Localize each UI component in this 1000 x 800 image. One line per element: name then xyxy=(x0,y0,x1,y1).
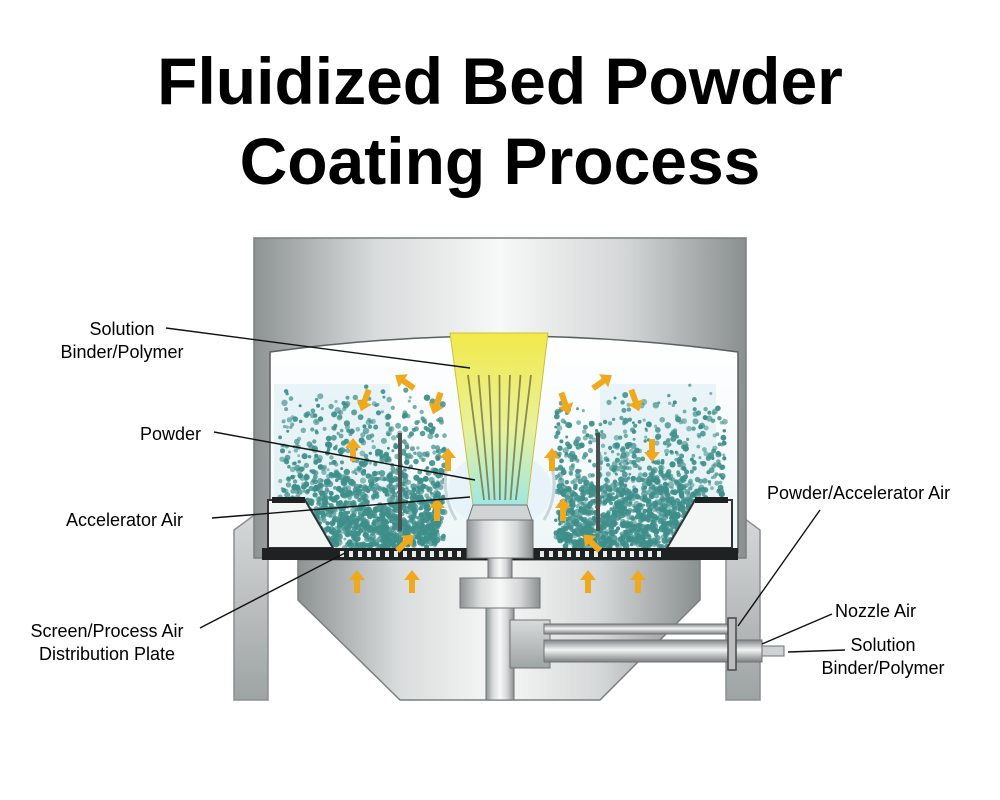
label-solution-binder-right: Solution Binder/Polymer xyxy=(808,634,958,680)
label-solution-binder-left-line1: Solution xyxy=(40,318,204,341)
label-screen-line1: Screen/Process Air xyxy=(10,620,204,643)
label-nozzle-air: Nozzle Air xyxy=(835,600,916,623)
label-solution-binder-right-line2: Binder/Polymer xyxy=(808,657,958,680)
label-solution-binder-left: Solution Binder/Polymer xyxy=(40,318,204,364)
label-powder: Powder xyxy=(140,423,201,446)
label-powder-accelerator-air: Powder/Accelerator Air xyxy=(767,482,950,505)
page-title-line-1: Fluidized Bed Powder xyxy=(0,48,1000,114)
label-screen-line2: Distribution Plate xyxy=(10,643,204,666)
page-title-line-2: Coating Process xyxy=(0,128,1000,194)
label-solution-binder-left-line2: Binder/Polymer xyxy=(40,341,204,364)
label-solution-binder-right-line1: Solution xyxy=(808,634,958,657)
label-screen-distribution-plate: Screen/Process Air Distribution Plate xyxy=(10,620,204,666)
label-accelerator-air: Accelerator Air xyxy=(66,509,183,532)
